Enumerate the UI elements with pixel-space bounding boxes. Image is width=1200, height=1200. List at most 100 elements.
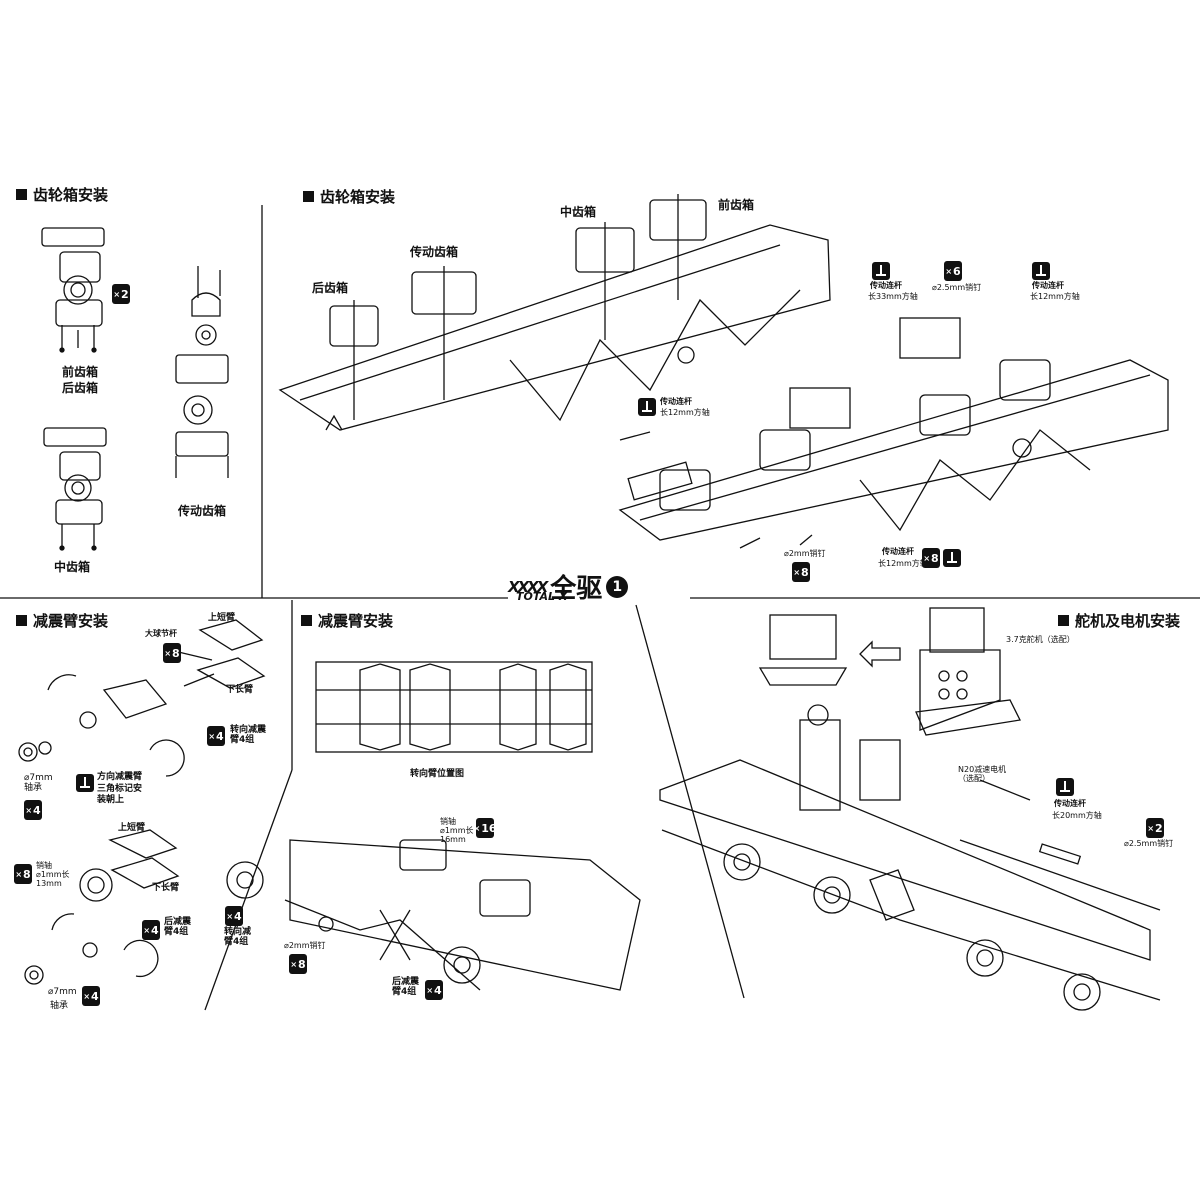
qty-badge: ×16 (474, 818, 497, 838)
qty-badge: ×4 (425, 980, 443, 1000)
chassis-right-art (618, 317, 1169, 549)
section-title-text: 减震臂安装 (318, 612, 394, 630)
front-rear-gearbox-label: 前齿箱 后齿箱 (62, 365, 99, 396)
rod-33-spec: 长33mm方轴 (868, 292, 918, 301)
install-note: 方向减震臂 三角标记安 装朝上 (97, 772, 143, 806)
qty-value: 8 (801, 565, 809, 579)
rod-20-spec: 长20mm方轴 (1052, 811, 1102, 820)
qty-badge: ×8 (922, 548, 940, 568)
rod-33-label: 传动连杆 (870, 281, 902, 290)
rod-icon (872, 262, 890, 280)
shock-arm-parts-art (18, 619, 266, 985)
divider-servo (635, 604, 745, 999)
qty-value: 2 (1155, 821, 1163, 835)
pin-2-5-spec: ⌀2.5mm销钉 (1124, 839, 1174, 848)
bearing-7mm-label: ⌀7mm (48, 987, 77, 997)
mid-gearbox-label: 中齿箱 (54, 560, 91, 574)
pin-2-5-spec: ⌀2.5mm销钉 (932, 283, 982, 292)
info-icon (76, 774, 94, 792)
rear-shock-arm-label: 后减震 臂4组 (164, 917, 192, 937)
section-title-gearbox-main: 齿轮箱安装 (303, 186, 395, 207)
rod-icon (638, 398, 656, 416)
section-title-shock-left: 减震臂安装 (16, 610, 108, 631)
bullet-square (303, 191, 314, 202)
transmission-gearbox-art (175, 266, 229, 478)
mid-gearbox-label: 中齿箱 (560, 205, 597, 219)
qty-value: 16 (481, 821, 497, 835)
section-title-text: 齿轮箱安装 (320, 188, 396, 206)
servo-label: 3.7克舵机（选配） (1006, 635, 1075, 644)
qty-badge: ×4 (207, 726, 225, 746)
upper-short-arm-label: 上短臂 (118, 823, 146, 833)
shock-assembly-art (226, 839, 641, 991)
logo-brand: 全驱 (550, 574, 603, 604)
lower-long-arm-label: 下长臂 (152, 883, 180, 893)
steering-position-label: 转向臂位置图 (410, 769, 465, 779)
qty-value: 8 (23, 867, 31, 881)
pin-1mm-16-spec: 销轴 ⌀1mm长 16mm (440, 817, 474, 844)
section-title-gearbox-left: 齿轮箱安装 (16, 184, 108, 205)
rod-icon (1056, 778, 1074, 796)
qty-badge: ×8 (163, 643, 181, 663)
qty-value: 4 (216, 729, 224, 743)
bullet-square (16, 615, 27, 626)
qty-value: 6 (953, 264, 961, 278)
qty-badge: ×8 (289, 954, 307, 974)
pin-2mm-spec: ⌀2mm销钉 (284, 941, 326, 950)
ball-joint-label: 大球节杆 (145, 629, 177, 638)
qty-value: 4 (33, 803, 41, 817)
qty-badge: ×8 (14, 864, 32, 884)
qty-badge: ×2 (1146, 818, 1164, 838)
section-title-text: 减震臂安装 (33, 612, 109, 630)
rod-12-spec: 长12mm方轴 (1030, 292, 1080, 301)
qty-badge: ×4 (225, 906, 243, 926)
transmission-gearbox-label: 传动齿箱 (178, 504, 227, 518)
qty-value: 4 (234, 909, 242, 923)
front-rear-gearbox-art (41, 227, 105, 353)
brand-logo: XXXX 全驱 1 TOTAL X (508, 568, 629, 605)
section-title-shock-mid: 减震臂安装 (301, 610, 393, 631)
rod-icon (1032, 262, 1050, 280)
qty-badge: ×8 (792, 562, 810, 582)
qty-badge: ×6 (944, 261, 962, 281)
qty-value: 2 (121, 287, 129, 301)
mid-gearbox-art (43, 427, 107, 551)
rod-12-spec: 长12mm方轴 (878, 559, 928, 568)
bullet-square (16, 189, 27, 200)
servo-motor-art (659, 607, 1161, 1011)
bullet-square (1058, 615, 1069, 626)
qty-value: 8 (172, 646, 180, 660)
rod-12-label: 传动连杆 (660, 397, 692, 406)
rod-icon (943, 549, 961, 567)
divider-shock-slant (204, 769, 293, 1011)
qty-badge: ×2 (112, 284, 130, 304)
rear-shock-arm-label: 后减震 臂4组 (392, 977, 420, 997)
qty-value: 4 (151, 923, 159, 937)
steering-arm-label: 转向减 臂4组 (224, 927, 252, 947)
pin-1mm-spec: 销轴 ⌀1mm长 13mm (36, 861, 70, 888)
upper-short-arm-label: 上短臂 (208, 613, 236, 623)
section-title-servo: 舵机及电机安装 (1058, 610, 1180, 631)
rod-12-spec: 长12mm方轴 (660, 408, 710, 417)
logo-sub: TOTAL X (516, 590, 568, 603)
qty-badge: ×4 (24, 800, 42, 820)
rod-12-label: 传动连杆 (882, 547, 914, 556)
steering-position-art (315, 661, 593, 753)
logo-stripes: XXXX (508, 577, 548, 596)
bearing-7mm-label: ⌀7mm 轴承 (24, 773, 53, 793)
chassis-top-art (278, 194, 831, 431)
transmission-gearbox-label: 传动齿箱 (410, 245, 459, 259)
bullet-square (301, 615, 312, 626)
qty-value: 8 (931, 551, 939, 565)
pin-2mm-spec: ⌀2mm销钉 (784, 549, 826, 558)
qty-value: 4 (91, 989, 99, 1003)
qty-value: 8 (298, 957, 306, 971)
motor-label: N20减速电机 （选配） (958, 765, 1007, 783)
rod-12-label: 传动连杆 (1032, 281, 1064, 290)
qty-badge: ×4 (82, 986, 100, 1006)
front-gearbox-label: 前齿箱 (718, 198, 755, 212)
section-title-text: 舵机及电机安装 (1075, 612, 1181, 630)
page-number: 1 (606, 575, 629, 598)
section-title-text: 齿轮箱安装 (33, 186, 109, 204)
